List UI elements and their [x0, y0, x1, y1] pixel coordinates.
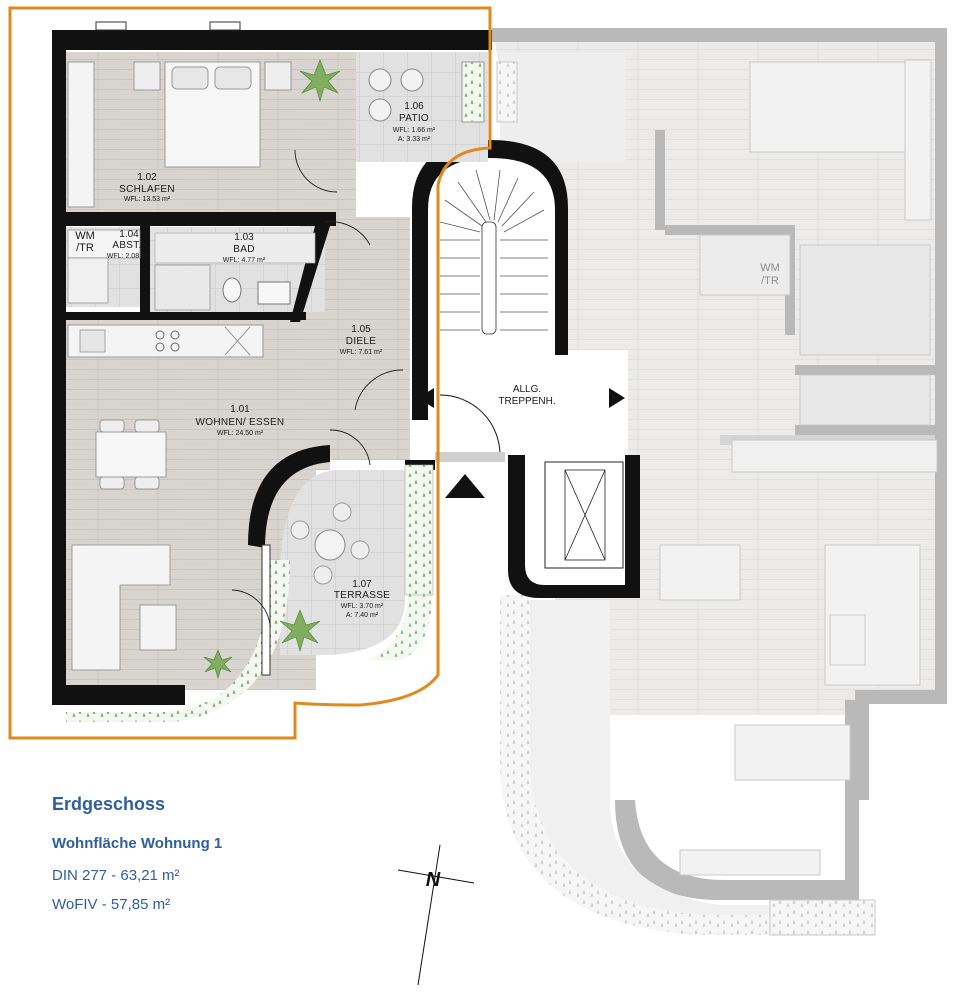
room-1.05-number: 1.05 [351, 324, 371, 335]
room-1.06-area2: A: 3.33 m² [398, 136, 431, 143]
room-1.01-area: WFL: 24.50 m² [217, 430, 264, 437]
staircase [412, 140, 640, 598]
din-277-area: DIN 277 - 63,21 m² [52, 867, 180, 884]
north-arrow-letter: N [426, 869, 441, 891]
room-1.01-number: 1.01 [230, 404, 250, 415]
room-1.02-name: SCHLAFEN [119, 184, 175, 195]
floor-title: Erdgeschoss [52, 794, 166, 814]
wmtr-label-unit2-line2: /TR [761, 275, 779, 287]
wmtr-label-unit1-line2: /TR [76, 242, 94, 254]
wmtr-label-unit2-line1: WM [760, 262, 780, 274]
stair-label-line2: TREPPENH. [498, 396, 555, 407]
room-1.07-area2: A: 7.40 m² [346, 612, 379, 619]
room-1.07-area: WFL: 3.70 m² [341, 603, 384, 610]
north-arrow: N [397, 844, 475, 986]
wmtr-label-unit1-line1: WM [75, 230, 95, 242]
room-1.04-area: WFL: 2.08 m² [107, 253, 150, 260]
stair-label-line1: ALLG. [513, 384, 541, 395]
room-1.07-name: TERRASSE [334, 590, 390, 601]
room-1.06-number: 1.06 [404, 101, 424, 112]
room-1.05-area: WFL: 7.61 m² [340, 349, 383, 356]
living-area-title: Wohnfläche Wohnung 1 [52, 835, 223, 852]
wofiv-area: WoFIV - 57,85 m² [52, 896, 171, 913]
room-1.04-number: 1.04 [119, 229, 139, 240]
unit-highlight-outline [8, 6, 492, 740]
room-1.03-number: 1.03 [234, 232, 254, 243]
room-1.03-name: BAD [233, 244, 254, 255]
room-1.01-name: WOHNEN/ ESSEN [196, 417, 285, 428]
room-1.06-name: PATIO [399, 113, 429, 124]
room-1.07-number: 1.07 [352, 579, 372, 590]
room-1.04-name: ABST. [112, 240, 141, 251]
room-1.06-area: WFL: 1.66 m² [393, 127, 436, 134]
room-1.05-name: DIELE [346, 336, 376, 347]
room-1.03-area: WFL: 4.77 m² [223, 257, 266, 264]
room-labels: 1.02 SCHLAFEN WFL: 13.53 m² 1.06 PATIO W… [75, 101, 780, 619]
room-1.02-number: 1.02 [137, 172, 157, 183]
room-1.02-area: WFL: 13.53 m² [124, 196, 171, 203]
apartment-unit-1 [52, 21, 492, 722]
